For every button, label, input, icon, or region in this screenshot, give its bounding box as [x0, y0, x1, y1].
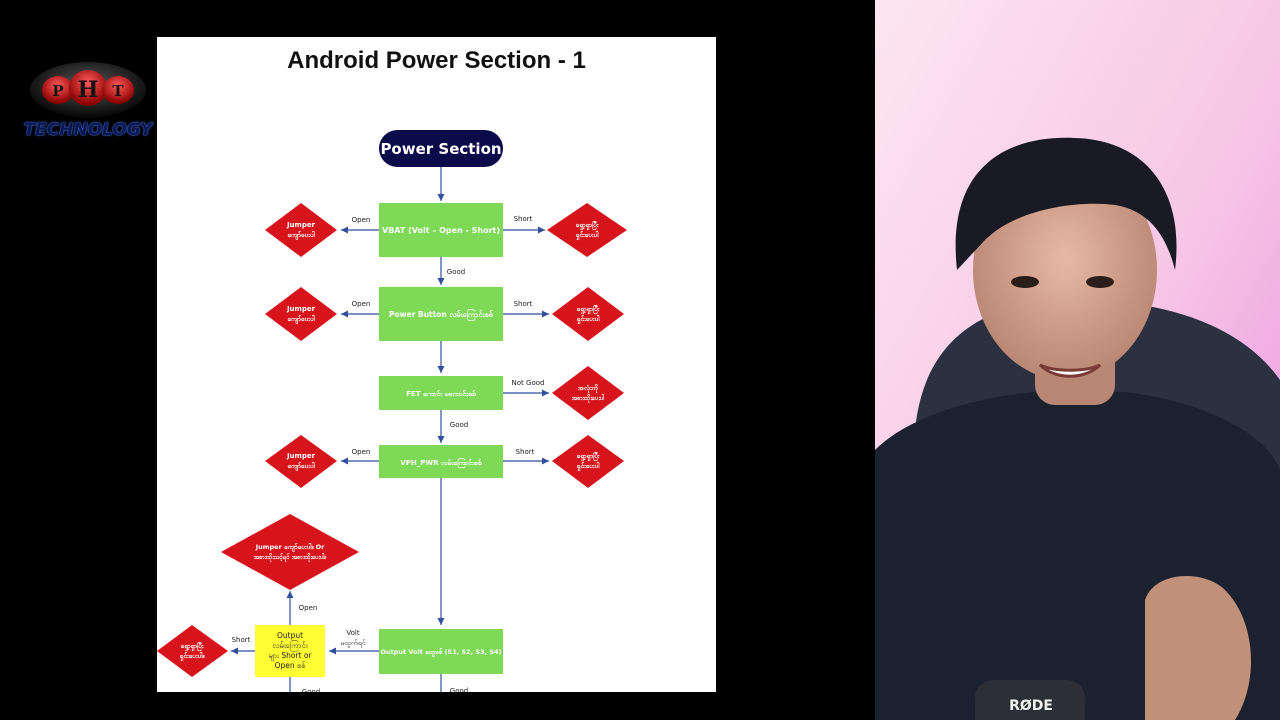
step-power-button: Power Button လမ်းကြောင်းစစ် — [379, 287, 503, 341]
decision-jumper-1: Jumper ကျော်ပေးပါ — [265, 203, 337, 257]
step-fet: FET ကောင်း မကောင်းစစ် — [379, 376, 503, 410]
decision-short-fix-1: ရှော့ရှာပြီး ရှင်းပေးပါ — [547, 203, 627, 257]
svg-text:Jumper: Jumper — [286, 305, 316, 313]
step-vph-pwr: VPH_PWR လမ်းကြောင်းစစ် — [379, 445, 503, 478]
decision-jumper-2: Jumper ကျော်ပေးပါ — [265, 287, 337, 341]
svg-text:ရှင်းပေးပါ: ရှင်းပေးပါ — [577, 315, 600, 325]
start-label: Power Section — [380, 140, 501, 158]
svg-text:Open: Open — [352, 300, 371, 308]
webcam-presenter: RØDE — [875, 0, 1280, 720]
pht-logo: P H T — [30, 62, 146, 118]
svg-text:Short: Short — [514, 215, 533, 223]
step-output-path: Output — [255, 625, 325, 677]
hair — [955, 137, 1177, 270]
step-vbat: VBAT (Volt – Open - Short) — [379, 203, 503, 257]
svg-text:အလုံးကို: အလုံးကို — [578, 384, 599, 394]
logo-badge-right — [102, 76, 134, 104]
svg-text:Short: Short — [516, 448, 535, 456]
svg-text:ကျော်ပေးပါ: ကျော်ပေးပါ — [287, 462, 314, 471]
svg-text:Open: Open — [352, 216, 371, 224]
svg-text:Good: Good — [450, 687, 468, 692]
decision-short-fix-2: ရှော့ရှာပြီး ရှင်းပေးပါ — [552, 287, 624, 341]
edge-labels: Open Short Good Open Short Not Good Good… — [232, 215, 545, 692]
svg-text:FET ကောင်း မကောင်းစစ်: FET ကောင်း မကောင်းစစ် — [406, 390, 476, 398]
svg-text:အစားထိုးသင့်ရင် အစားထိုးပေးပါ။: အစားထိုးသင့်ရင် အစားထိုးပေးပါ။ — [254, 553, 327, 563]
logo-letter-p: P — [52, 82, 63, 100]
svg-text:VPH_PWR လမ်းကြောင်းစစ်: VPH_PWR လမ်းကြောင်းစစ် — [400, 458, 482, 469]
svg-text:ရှင်းပေးပါ။: ရှင်းပေးပါ။ — [180, 652, 205, 662]
decision-short-fix-4: ရှော့ရှာပြီး ရှင်းပေးပါ။ — [157, 625, 228, 677]
svg-text:Jumper: Jumper — [286, 221, 316, 229]
svg-text:ရှင်းပေးပါ: ရှင်းပေးပါ — [577, 462, 600, 472]
output-path-line-3: Open စစ် — [275, 661, 306, 670]
svg-text:Jumper ကျော်ပေးပါ။ Or: Jumper ကျော်ပေးပါ။ Or — [255, 543, 325, 552]
decision-jumper-or-replace: Jumper ကျော်ပေးပါ။ Or အစားထိုးသင့်ရင် အစ… — [221, 514, 359, 590]
decision-short-fix-3: ရှော့ရှာပြီး ရှင်းပေးပါ — [552, 435, 624, 488]
svg-text:Volt: Volt — [346, 629, 359, 637]
svg-text:Jumper: Jumper — [286, 452, 316, 460]
output-path-line-2: များ Short or — [268, 651, 312, 661]
svg-text:ရှော့ရှာပြီး: ရှော့ရှာပြီး — [577, 451, 600, 462]
start-node: Power Section — [379, 130, 503, 167]
step-output-volt: Output Volt ထွေစစ် (S1, S2, S3, S4) — [379, 629, 503, 674]
svg-text:ရှော့ရှာပြီး: ရှော့ရှာပြီး — [576, 220, 599, 231]
connectors — [231, 167, 549, 692]
logo-badge-left — [42, 76, 74, 104]
svg-text:Output Volt ထွေစစ် (S1, S2, S3: Output Volt ထွေစစ် (S1, S2, S3, S4) — [381, 648, 502, 657]
svg-text:Open: Open — [299, 604, 318, 612]
hand — [1145, 576, 1252, 720]
logo-letter-t: T — [112, 82, 124, 100]
svg-text:ရှင်းပေးပါ: ရှင်းပေးပါ — [576, 231, 599, 241]
svg-text:ကျော်ပေးပါ: ကျော်ပေးပါ — [287, 231, 314, 240]
decision-jumper-3: Jumper ကျော်ပေးပါ — [265, 435, 337, 488]
svg-text:Short: Short — [514, 300, 533, 308]
output-path-line-1: လမ်းကြောင်း — [272, 641, 307, 651]
logo-badge-center — [69, 70, 107, 106]
svg-text:VBAT (Volt – Open - Short): VBAT (Volt – Open - Short) — [382, 226, 500, 235]
svg-text:ကျော်ပေးပါ: ကျော်ပေးပါ — [287, 315, 314, 324]
svg-text:အစားထိုးပေးပါ: အစားထိုးပေးပါ — [572, 394, 605, 404]
svg-text:Output: Output — [277, 631, 303, 640]
svg-text:ရှော့ရှာပြီး: ရှော့ရှာပြီး — [181, 641, 204, 652]
mic-brand-label: RØDE — [1009, 698, 1053, 714]
svg-text:Good: Good — [447, 268, 465, 276]
logo-text: TECHNOLOGY — [23, 120, 153, 140]
svg-text:Power Button လမ်းကြောင်းစစ်: Power Button လမ်းကြောင်းစစ် — [389, 310, 493, 321]
svg-text:မထွက်ရင်: မထွက်ရင် — [340, 639, 366, 648]
document-page: Android Power Section - 1 — [157, 37, 716, 692]
svg-text:ရှော့ရှာပြီး: ရှော့ရှာပြီး — [577, 304, 600, 315]
svg-text:Not Good: Not Good — [512, 379, 545, 387]
flowchart: Power Section VBAT (Volt – Open - Short)… — [157, 130, 627, 692]
svg-text:Short: Short — [232, 636, 251, 644]
decision-replace: အလုံးကို အစားထိုးပေးပါ — [552, 366, 624, 420]
page-title: Android Power Section - 1 — [287, 47, 586, 74]
svg-text:Open: Open — [352, 448, 371, 456]
svg-text:Good: Good — [302, 688, 320, 692]
svg-text:Good: Good — [450, 421, 468, 429]
logo-letter-h: H — [78, 77, 99, 103]
microphone: RØDE — [975, 680, 1085, 720]
